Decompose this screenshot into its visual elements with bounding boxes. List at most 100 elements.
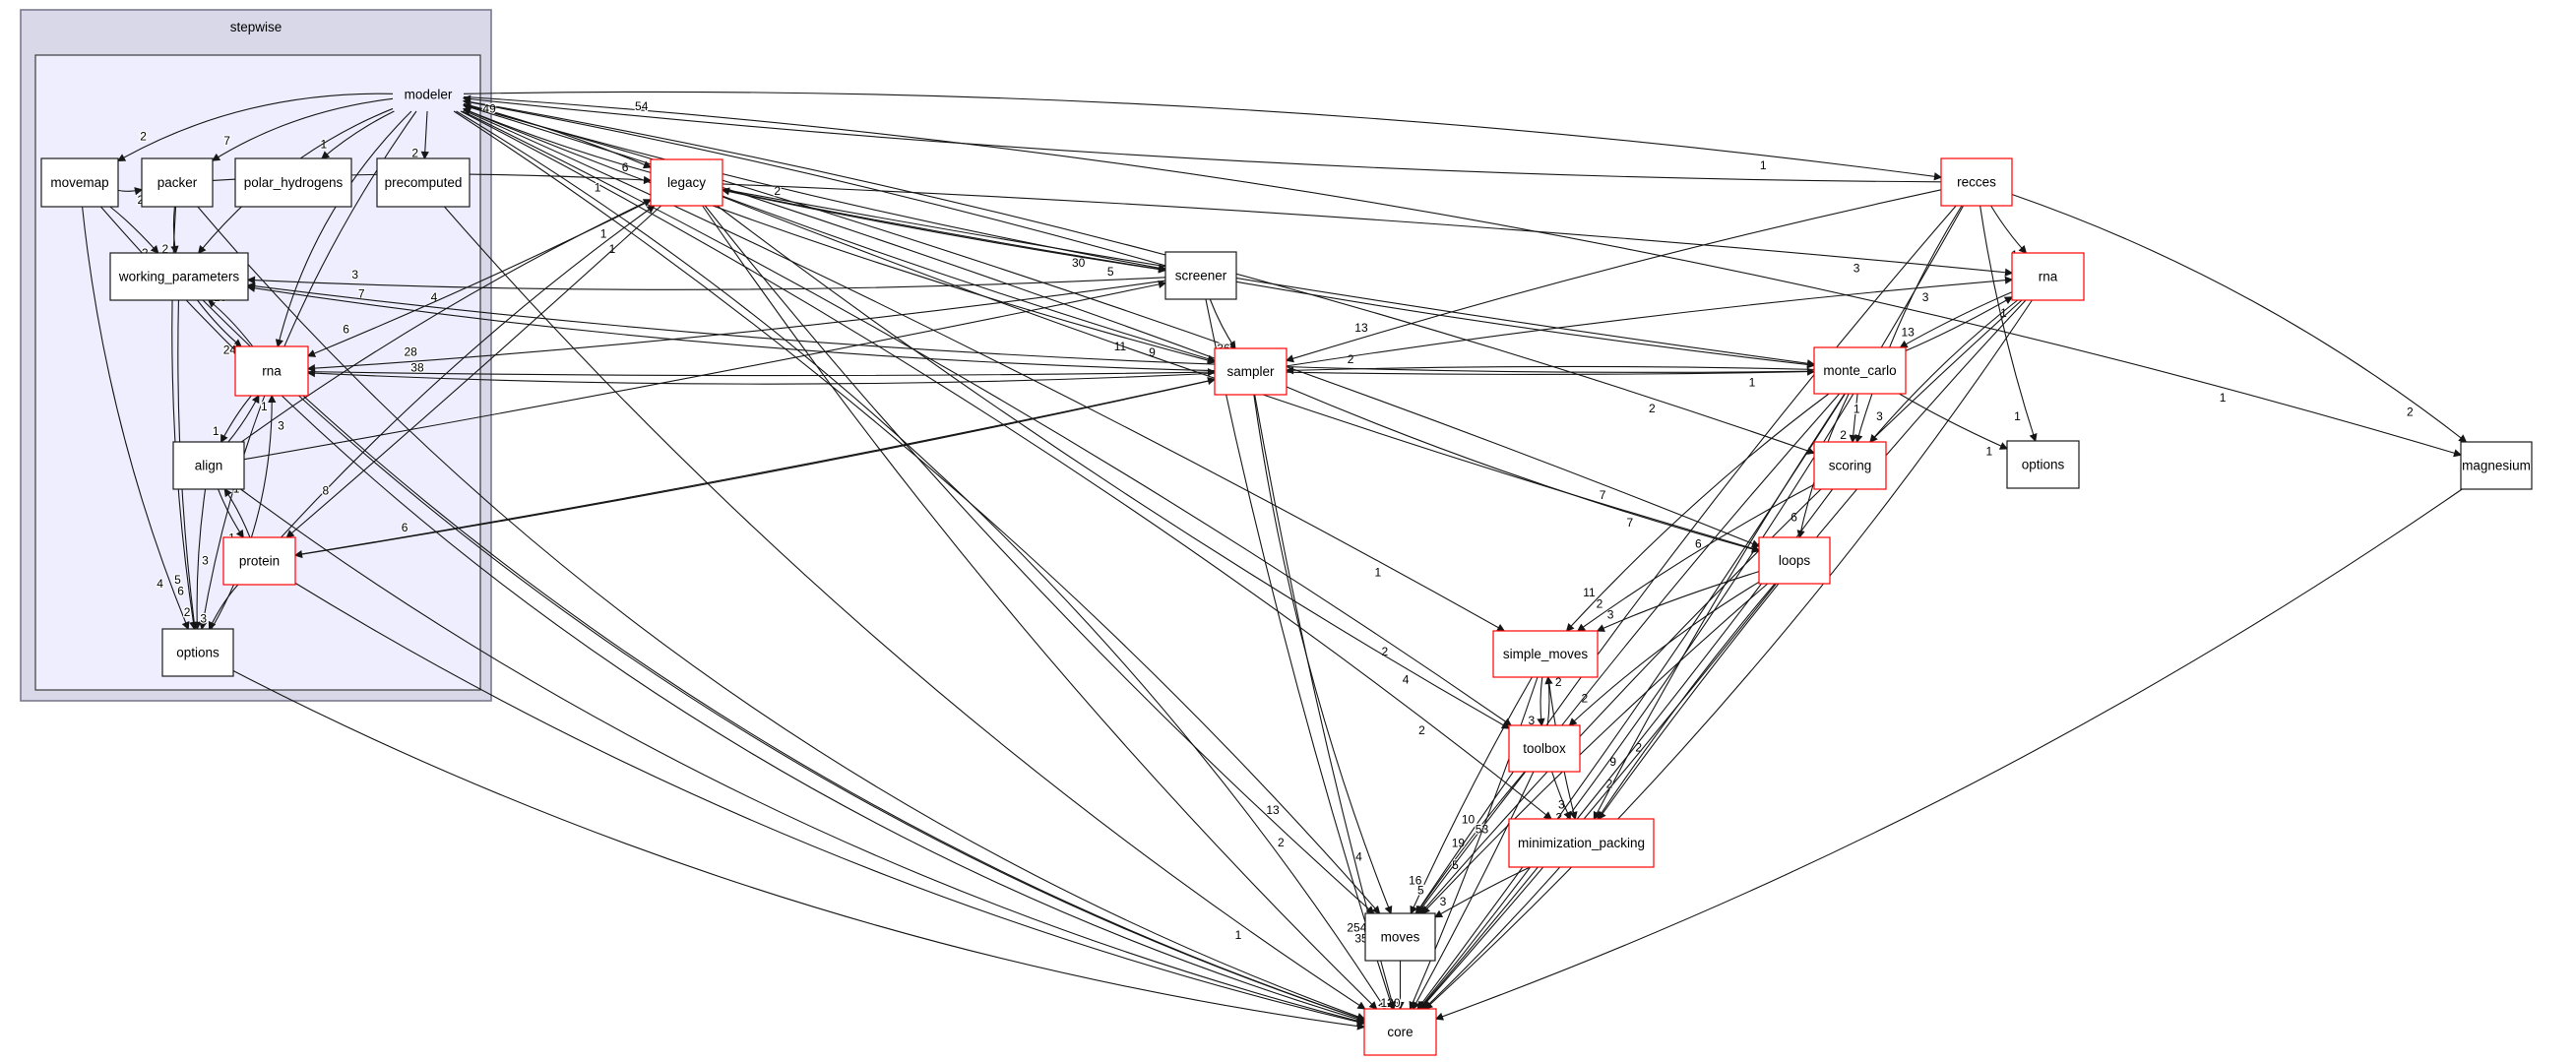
node-label-legacy: legacy [667,175,706,190]
node-screener[interactable]: screener [1164,251,1237,300]
edge-label-screener-working_parameters: 3 [351,268,358,281]
edge-align-options_inner [193,488,207,631]
edge-screener-legacy [721,187,1166,271]
node-box-toolbox[interactable] [1508,724,1581,773]
node-polar_hydrogens[interactable]: polar_hydrogens [234,157,352,208]
node-modeler[interactable]: modeler [405,88,453,102]
node-box-rna_inner[interactable] [234,345,309,397]
edge-movemap-packer [117,187,144,196]
edge-modeler-magnesium [463,95,2463,458]
node-label-working_parameters: working_parameters [118,270,240,284]
node-box-precomputed[interactable] [376,157,471,208]
edge-label-rna_right-moves: 53 [1476,823,1489,837]
node-box-polar_hydrogens[interactable] [234,157,352,208]
edge-label-precomputed-core: 1 [1235,928,1242,942]
edge-modeler-sampler [463,108,1217,365]
node-box-movemap[interactable] [40,157,119,208]
edge-label-scoring-simple_moves: 2 [1597,596,1603,610]
edge-label-recces-magnesium: 2 [2407,406,2414,419]
node-options_right[interactable]: options [2006,440,2080,489]
edge-label-toolbox-minimization_packing: 2 [1555,811,1562,825]
edge-monte_carlo-working_parameters [246,281,1815,373]
node-toolbox[interactable]: toolbox [1508,724,1581,773]
node-core[interactable]: core [1363,1008,1437,1056]
edge-legacy-sampler [722,195,1217,363]
node-box-loops[interactable] [1758,536,1831,585]
edge-align-screener [243,280,1167,461]
node-box-minimization_packing[interactable] [1508,818,1655,868]
edge-loops-simple_moves [1596,571,1760,632]
node-scoring[interactable]: scoring [1813,441,1887,490]
node-precomputed[interactable]: precomputed [376,157,471,208]
node-protein[interactable]: protein [222,536,296,586]
node-label-core: core [1387,1025,1413,1039]
node-loops[interactable]: loops [1758,536,1831,585]
node-minimization_packing[interactable]: minimization_packing [1508,818,1655,868]
node-box-core[interactable] [1363,1008,1437,1056]
edge-monte_carlo-minimization_packing [1593,393,1846,821]
edge-label-sampler-rna_inner: 38 [410,361,424,375]
edge-label-monte_carlo-simple_moves: 11 [1583,586,1596,599]
node-recces[interactable]: recces [1940,157,2013,207]
edge-label-modeler-toolbox: 2 [1381,645,1388,658]
edge-label-packer-options_inner: 5 [174,573,181,587]
node-box-monte_carlo[interactable] [1813,346,1907,395]
edge-label-modeler-precomputed: 2 [411,146,418,159]
edge-label-sampler-moves: 4 [1355,849,1362,863]
node-monte_carlo[interactable]: monte_carlo [1813,346,1907,395]
node-working_parameters[interactable]: working_parameters [109,252,249,301]
node-box-packer[interactable] [141,157,214,208]
edge-label-monte_carlo-loops: 6 [1791,511,1797,525]
node-box-legacy[interactable] [650,158,723,207]
node-box-simple_moves[interactable] [1492,630,1599,678]
node-sampler[interactable]: sampler [1214,347,1288,396]
node-simple_moves[interactable]: simple_moves [1492,630,1599,678]
edge-label-working_parameters-options_inner: 6 [177,584,184,597]
node-magnesium[interactable]: magnesium [2460,441,2533,490]
edge-label-legacy-rna_right: 3 [1853,262,1860,276]
edge-label-movemap-options_inner: 4 [157,577,163,591]
node-box-scoring[interactable] [1813,441,1887,490]
node-moves[interactable]: moves [1364,912,1436,962]
node-box-moves[interactable] [1364,912,1436,962]
edge-label-working_parameters-rna_inner: 24 [223,343,237,356]
edge-label-minimization_packing-moves: 3 [1440,895,1447,908]
nodes-layer: modeler movemap packer polar_hydrogens preco… [40,88,2533,1056]
edge-label-modeler-screener: 30 [1072,256,1086,270]
node-box-sampler[interactable] [1214,347,1288,396]
edge-minimization_packing-moves [1433,866,1531,918]
node-box-align[interactable] [172,441,245,490]
edge-movemap-options_inner [82,206,190,631]
node-label-modeler: modeler [405,88,453,102]
node-label-packer: packer [157,175,198,190]
edge-label-align-options_inner: 2 [184,605,191,619]
node-label-monte_carlo: monte_carlo [1823,363,1896,378]
edge-working_parameters-core [202,299,1366,1022]
edge-rna_inner-sampler [307,368,1217,377]
node-rna_right[interactable]: rna [2011,252,2085,301]
node-box-options_right[interactable] [2006,440,2080,489]
node-packer[interactable]: packer [141,157,214,208]
node-options_inner[interactable]: options [161,628,234,677]
node-box-rna_right[interactable] [2011,252,2085,301]
node-movemap[interactable]: movemap [40,157,119,208]
edge-align-protein [218,488,244,539]
node-box-protein[interactable] [222,536,296,586]
node-box-working_parameters[interactable] [109,252,249,301]
node-box-magnesium[interactable] [2460,441,2533,490]
node-box-recces[interactable] [1940,157,2013,207]
node-box-screener[interactable] [1164,251,1237,300]
edge-legacy-moves [704,205,1375,914]
edge-scoring-simple_moves [1576,483,1815,632]
node-align[interactable]: align [172,441,245,490]
edge-legacy-protein [285,205,662,538]
node-box-options_inner[interactable] [161,628,234,677]
edge-label-loops-minimization_packing: 2 [1606,778,1613,791]
edge-rna_inner-align [220,395,252,444]
edge-label-legacy-toolbox: 4 [1403,673,1410,687]
node-rna_inner[interactable]: rna [234,345,309,397]
edge-screener-core [1205,298,1395,1011]
edge-label-legacy-loops: 7 [1627,516,1634,530]
node-legacy[interactable]: legacy [650,158,723,207]
edges-layer: 2712630111217122133495422224106451131123… [82,91,2468,1031]
